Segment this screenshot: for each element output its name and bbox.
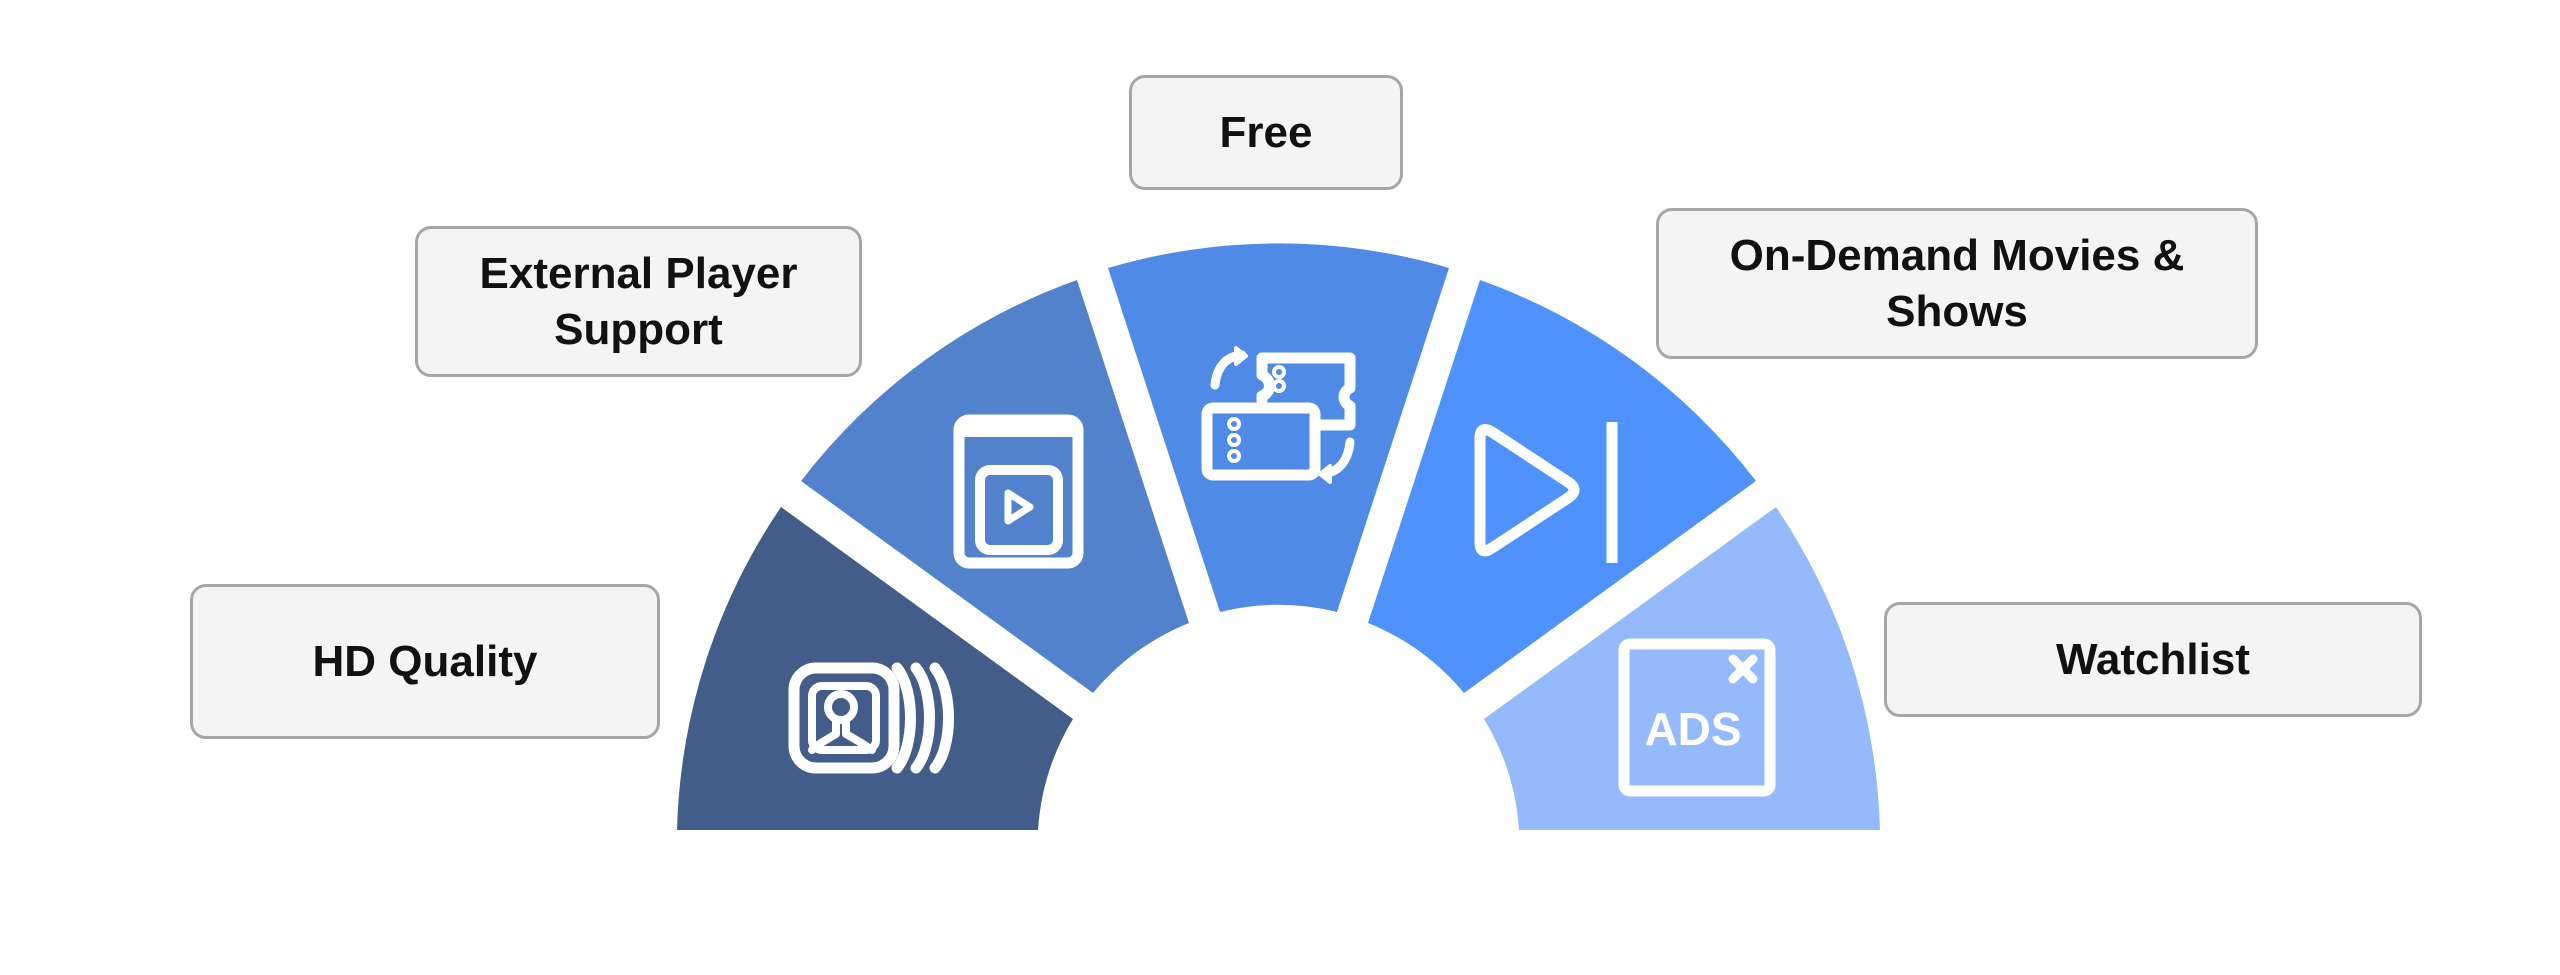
segment-watchlist: [1484, 507, 1880, 830]
svg-text:ADS: ADS: [1644, 703, 1741, 755]
label-hd-quality: HD Quality: [190, 584, 660, 739]
segment-free: [1108, 243, 1449, 612]
segment-on-demand-movies-shows: [1368, 280, 1756, 693]
ticket-exchange-icon: [1201, 346, 1356, 484]
label-free: Free: [1129, 75, 1403, 190]
segment-external-player-support: [801, 280, 1189, 693]
label-external-player-support: External Player Support: [415, 226, 862, 377]
label-watchlist: Watchlist: [1884, 602, 2422, 717]
play-next-icon: [1474, 422, 1618, 563]
surround-sound-user-icon: [788, 662, 954, 774]
label-on-demand-movies-shows: On-Demand Movies & Shows: [1656, 208, 2258, 359]
video-player-window-icon: [953, 414, 1084, 569]
ads-block-window-icon: ADS: [1618, 638, 1776, 797]
